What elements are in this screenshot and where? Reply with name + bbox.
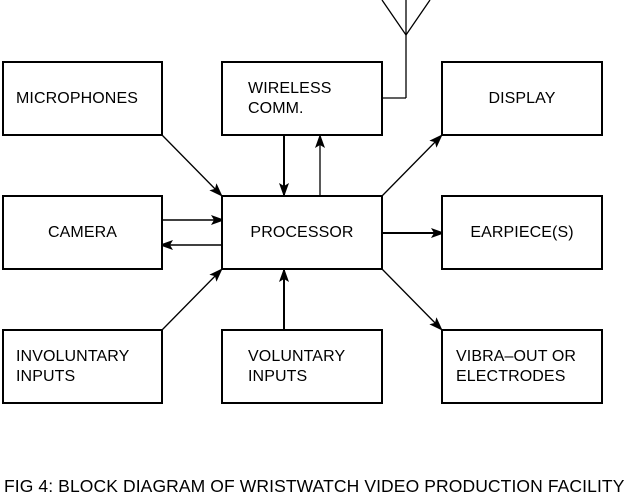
figure-caption: FIG 4: BLOCK DIAGRAM OF WRISTWATCH VIDEO… <box>4 476 625 496</box>
block-label: PROCESSOR <box>250 223 354 241</box>
block-camera: CAMERA <box>2 195 163 270</box>
block-label: CAMERA <box>47 223 118 241</box>
block-label: MICROPHONES <box>16 89 138 107</box>
block-label: VIBRA–OUT OR ELECTRODES <box>456 347 577 385</box>
block-wireless-comm: WIRELESS COMM. <box>221 61 383 136</box>
block-earpiece: EARPIECE(S) <box>441 195 603 270</box>
arrow-microphones-to-processor <box>161 134 223 197</box>
block-processor: PROCESSOR <box>221 195 383 270</box>
arrow-processor-to-display <box>381 134 443 197</box>
block-label: DISPLAY <box>488 89 556 107</box>
arrow-involuntary-to-processor <box>161 268 223 331</box>
block-voluntary-inputs: VOLUNTARY INPUTS <box>221 329 383 404</box>
block-label: VOLUNTARY INPUTS <box>248 347 346 385</box>
block-label: INVOLUNTARY INPUTS <box>16 347 130 385</box>
block-label: EARPIECE(S) <box>470 223 574 241</box>
block-display: DISPLAY <box>441 61 603 136</box>
block-involuntary-inputs: INVOLUNTARY INPUTS <box>2 329 163 404</box>
arrow-processor-to-vibra <box>381 268 443 331</box>
block-label: WIRELESS COMM. <box>248 79 332 117</box>
block-vibra-out: VIBRA–OUT OR ELECTRODES <box>441 329 603 404</box>
block-microphones: MICROPHONES <box>2 61 163 136</box>
antenna-icon <box>381 0 431 99</box>
